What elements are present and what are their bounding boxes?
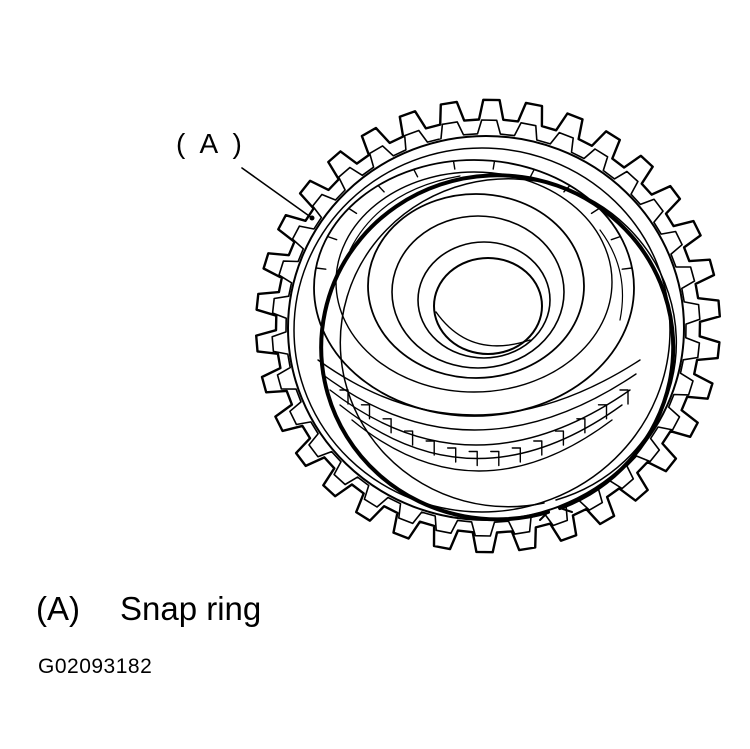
drum-outer-splines — [255, 98, 721, 554]
hub-ring-1 — [367, 193, 585, 379]
clutch-plate-lugs — [339, 389, 629, 467]
snap-ring-gap-tab — [539, 507, 573, 521]
snap-ring-inner-edge — [339, 178, 678, 508]
callout-label-a: ( A ) — [176, 128, 246, 159]
piston-notches — [315, 160, 633, 270]
callout-leader-line — [241, 167, 313, 219]
drum-rim-inner — [293, 147, 671, 513]
legend-key: (A) — [36, 590, 80, 627]
drum-inner-splines — [271, 119, 701, 537]
piston-highlight — [349, 175, 623, 321]
hub-bore — [433, 257, 543, 355]
figure-id: G02093182 — [38, 655, 153, 678]
legend-entry: (A) Snap ring — [36, 592, 261, 625]
callout-leader-dot — [309, 215, 315, 221]
snap-ring — [319, 173, 676, 522]
hub-ring-3 — [417, 241, 551, 359]
hub-bore-shadow — [435, 311, 531, 347]
legend-description: Snap ring — [120, 590, 262, 627]
piston-outer — [313, 159, 635, 417]
piston-step — [335, 171, 613, 393]
hub-ring-2 — [391, 215, 565, 369]
